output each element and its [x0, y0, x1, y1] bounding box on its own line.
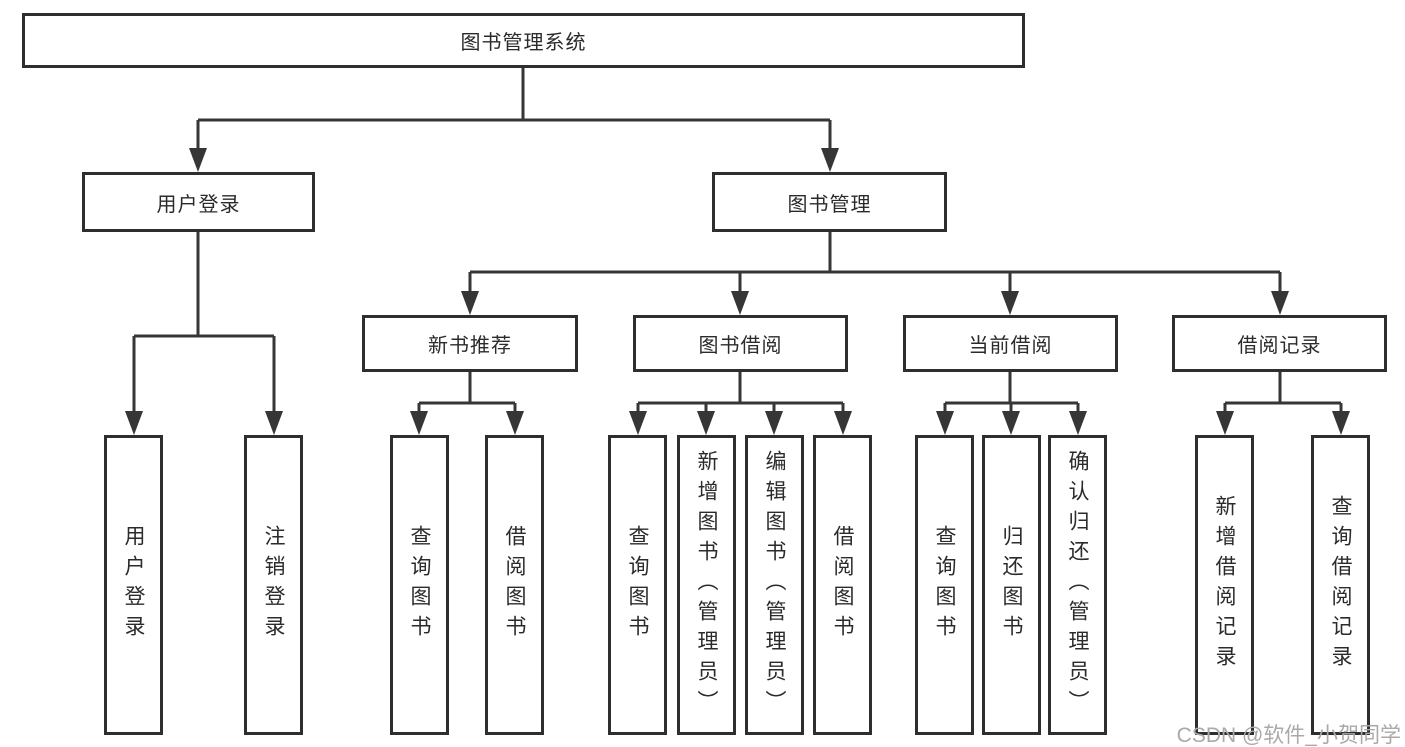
leaf-add-borrow-record-label: 新增借阅记录	[1213, 495, 1236, 675]
leaf-borrow-books: 借阅图书	[813, 435, 872, 735]
node-book-borrow-label: 图书借阅	[698, 335, 783, 357]
leaf-user-login: 用户登录	[104, 435, 163, 735]
node-user-login-label: 用户登录	[156, 193, 241, 216]
leaf-edit-books-admin-label: 编辑图书（管理员）	[763, 450, 786, 720]
leaf-current-query-books: 查询图书	[915, 435, 974, 735]
node-root: 图书管理系统	[22, 13, 1025, 68]
node-current-borrow-label: 当前借阅	[968, 335, 1053, 357]
leaf-user-login-label: 用户登录	[122, 525, 145, 645]
leaf-query-borrow-record: 查询借阅记录	[1311, 435, 1370, 735]
leaf-query-borrow-record-label: 查询借阅记录	[1329, 495, 1352, 675]
leaf-return-books-label: 归还图书	[1000, 525, 1023, 645]
leaf-add-borrow-record: 新增借阅记录	[1195, 435, 1254, 735]
node-user-login: 用户登录	[82, 172, 315, 232]
node-new-book-recommend: 新书推荐	[362, 315, 578, 372]
node-borrow-records: 借阅记录	[1172, 315, 1387, 372]
leaf-return-books: 归还图书	[982, 435, 1041, 735]
leaf-borrow-query-books: 查询图书	[608, 435, 667, 735]
node-book-management: 图书管理	[712, 172, 947, 232]
node-new-book-recommend-label: 新书推荐	[428, 335, 512, 357]
node-root-label: 图书管理系统	[460, 32, 587, 54]
leaf-add-books-admin-label: 新增图书（管理员）	[695, 450, 718, 720]
leaf-borrow-books-label: 借阅图书	[831, 525, 854, 645]
leaf-recommend-borrow-books-label: 借阅图书	[503, 525, 526, 645]
leaf-confirm-return-admin-label: 确认归还（管理员）	[1066, 450, 1089, 720]
node-book-borrow: 图书借阅	[633, 315, 848, 372]
node-book-management-label: 图书管理	[787, 193, 872, 216]
leaf-recommend-query-books: 查询图书	[390, 435, 449, 735]
leaf-recommend-borrow-books: 借阅图书	[485, 435, 544, 735]
leaf-add-books-admin: 新增图书（管理员）	[677, 435, 736, 735]
node-borrow-records-label: 借阅记录	[1237, 335, 1322, 357]
leaf-confirm-return-admin: 确认归还（管理员）	[1048, 435, 1107, 735]
csdn-watermark: CSDN @软件_小贺同学	[1176, 724, 1401, 747]
leaf-logout: 注销登录	[244, 435, 303, 735]
leaf-logout-label: 注销登录	[262, 525, 285, 645]
leaf-current-query-books-label: 查询图书	[933, 525, 956, 645]
leaf-borrow-query-books-label: 查询图书	[626, 525, 649, 645]
leaf-recommend-query-books-label: 查询图书	[408, 525, 431, 645]
leaf-edit-books-admin: 编辑图书（管理员）	[745, 435, 804, 735]
node-current-borrow: 当前借阅	[903, 315, 1118, 372]
